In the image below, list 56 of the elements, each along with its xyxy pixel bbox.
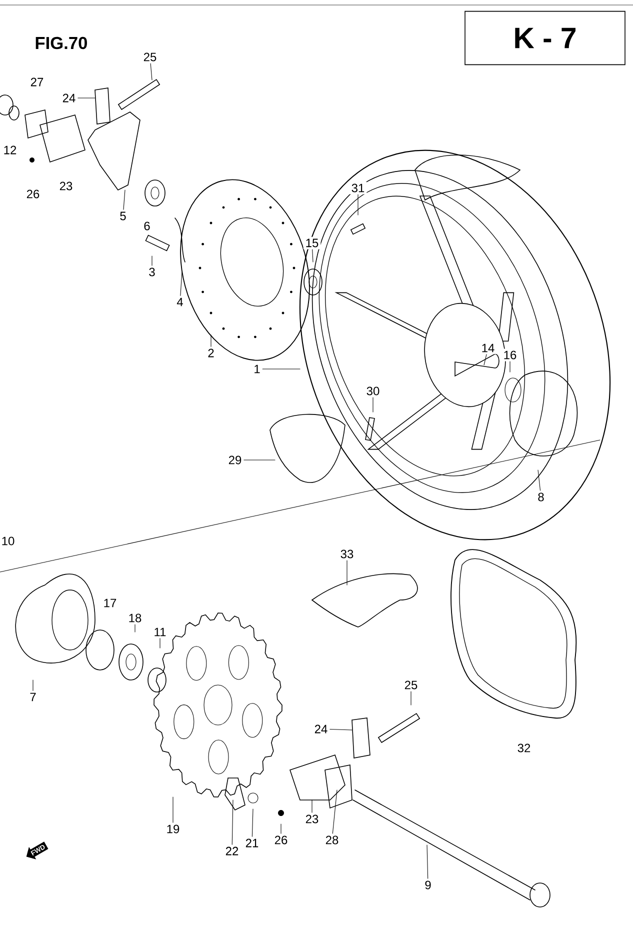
leader-line — [123, 190, 126, 210]
callout-number: 3 — [146, 266, 158, 278]
leader-line — [210, 334, 212, 347]
callout-number: 19 — [164, 822, 182, 836]
callout-number: 33 — [338, 548, 356, 560]
leader-line — [252, 808, 254, 837]
leader-line — [538, 470, 541, 491]
leader-line — [312, 249, 314, 262]
callout-number: 11 — [152, 626, 168, 638]
leader-line — [180, 272, 182, 296]
callout-number: 7 — [28, 690, 38, 704]
figure-title: FIG.70 — [36, 36, 87, 50]
callout-number: 22 — [223, 844, 241, 858]
callout-number: 26 — [24, 188, 42, 200]
callout-number: 30 — [364, 384, 382, 398]
callout-number: 8 — [536, 490, 546, 504]
callout-number: 24 — [312, 722, 330, 736]
leader-line — [172, 796, 174, 823]
callout-number: 23 — [303, 812, 321, 826]
callout-number: 15 — [303, 236, 321, 250]
callout-number: 25 — [141, 50, 159, 64]
callout-number: 29 — [226, 454, 244, 466]
callout-number: 9 — [422, 878, 434, 892]
callout-number: 32 — [515, 742, 533, 754]
leader-line — [330, 729, 352, 730]
leader-line — [410, 691, 412, 706]
callout-number: 28 — [323, 834, 341, 846]
leader-line — [346, 560, 348, 586]
leader-line — [484, 354, 487, 366]
callout-number: 12 — [1, 144, 19, 156]
callout-number: 23 — [57, 180, 75, 192]
leader-line — [426, 844, 428, 879]
callout-number: 24 — [60, 92, 78, 104]
callout-number: 6 — [142, 220, 152, 232]
callout-number: 17 — [101, 596, 119, 610]
callout-number: 26 — [272, 834, 290, 846]
callout-number: 5 — [118, 210, 128, 222]
callout-number: 25 — [402, 678, 420, 692]
callout-number: 18 — [126, 612, 144, 624]
page-code-box: K - 7 — [464, 10, 626, 66]
leader-line — [372, 397, 374, 412]
leader-line — [332, 790, 338, 834]
callout-number: 31 — [349, 182, 367, 194]
leader-line — [232, 800, 234, 845]
leader-line — [262, 368, 300, 370]
callout-number: 27 — [28, 76, 46, 88]
callout-number: 1 — [252, 362, 262, 376]
callout-number: 16 — [501, 348, 519, 362]
leader-line — [32, 680, 34, 691]
callout-number: 4 — [174, 296, 186, 308]
callout-number: 2 — [206, 346, 216, 360]
callout-number: 21 — [243, 836, 261, 850]
callout-number: 10 — [0, 534, 17, 548]
leader-line — [150, 63, 152, 80]
leader-line — [134, 624, 136, 632]
leader-line — [280, 824, 282, 834]
